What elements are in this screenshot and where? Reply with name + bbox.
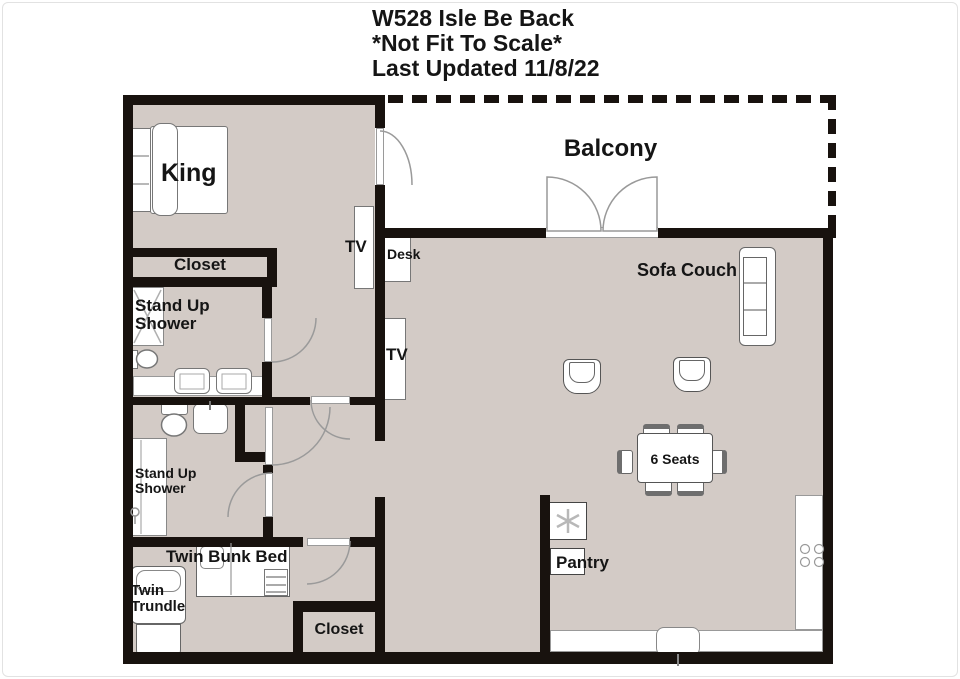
armchair-cushion <box>679 360 705 381</box>
wall-segment <box>385 228 546 238</box>
dining-table <box>637 433 713 483</box>
french-door-sill <box>546 227 658 238</box>
wall-segment <box>375 185 385 441</box>
bathroom-sink <box>193 403 228 434</box>
closet-wall <box>133 248 277 257</box>
bunk-ladder <box>264 569 288 596</box>
vanity-sink <box>216 368 252 394</box>
bunk-label: Twin Bunk Bed <box>166 547 288 566</box>
hallway-door <box>311 396 350 404</box>
balcony-dashed-right <box>828 95 836 235</box>
wall-segment <box>245 452 270 462</box>
balcony-area <box>385 103 828 228</box>
shower-room-door <box>265 473 273 517</box>
pantry-label: Pantry <box>556 553 609 572</box>
wall-segment <box>235 405 245 462</box>
trundle-pillow <box>136 570 181 592</box>
wall-segment <box>823 228 833 664</box>
wall-segment <box>263 517 273 540</box>
wall-segment <box>262 287 272 318</box>
wall-segment <box>658 228 836 238</box>
balcony-label: Balcony <box>563 135 658 162</box>
king-duvet-fold <box>152 123 178 216</box>
shower-stall-2 <box>129 438 167 536</box>
dining-label: 6 Seats <box>650 451 700 467</box>
wall-segment <box>375 95 385 128</box>
pantry-wall <box>540 495 550 652</box>
toilet-room-door <box>265 407 273 465</box>
wall-segment <box>123 652 833 664</box>
armchair-cushion <box>569 362 595 383</box>
wall-segment <box>375 497 385 652</box>
title-line-1: W528 Isle Be Back <box>372 5 575 31</box>
pantry-cabinet <box>550 548 585 575</box>
closet2-label: Closet <box>314 621 364 638</box>
tv1-label: TV <box>345 237 367 256</box>
plan-title: W528 Isle Be Back *Not Fit To Scale* Las… <box>372 6 600 81</box>
wall-segment <box>123 95 133 664</box>
bedroom2-door <box>307 538 350 546</box>
kitchen-counter-right <box>795 495 823 630</box>
closet-wall <box>293 601 303 652</box>
title-line-2: *Not Fit To Scale* <box>372 30 562 56</box>
wall-segment <box>350 397 385 405</box>
sofa-label: Sofa Couch <box>637 260 738 280</box>
dining-chair <box>617 450 633 474</box>
wall-segment <box>263 465 273 473</box>
vanity-sink <box>174 368 210 394</box>
closet-wall <box>267 248 277 287</box>
wall-segment <box>262 362 272 397</box>
balcony-dashed-top <box>388 95 836 103</box>
bathroom1-door <box>264 318 272 362</box>
closet-wall <box>293 601 385 612</box>
closet1-label: Closet <box>174 255 226 274</box>
desk-label: Desk <box>387 246 421 262</box>
refrigerator <box>549 502 587 540</box>
tv2-label: TV <box>386 345 408 364</box>
wall-segment <box>123 95 385 105</box>
closet-wall <box>133 277 277 287</box>
trundle-label: Twin Trundle <box>131 582 186 615</box>
wall-segment <box>123 397 310 405</box>
king-label: King <box>161 159 217 187</box>
dining-chair <box>711 450 727 474</box>
king-headboard <box>131 128 151 212</box>
hallway-opening <box>375 441 385 497</box>
tv-cabinet-king <box>354 206 374 289</box>
shower2-label: Stand Up Shower <box>135 465 197 496</box>
title-line-3: Last Updated 11/8/22 <box>372 55 600 81</box>
wall-segment <box>123 537 303 547</box>
king-balcony-door <box>376 128 384 185</box>
wall-segment <box>350 537 385 547</box>
shower1-label: Stand Up Shower <box>135 296 210 333</box>
sofa-cushions <box>743 257 767 336</box>
